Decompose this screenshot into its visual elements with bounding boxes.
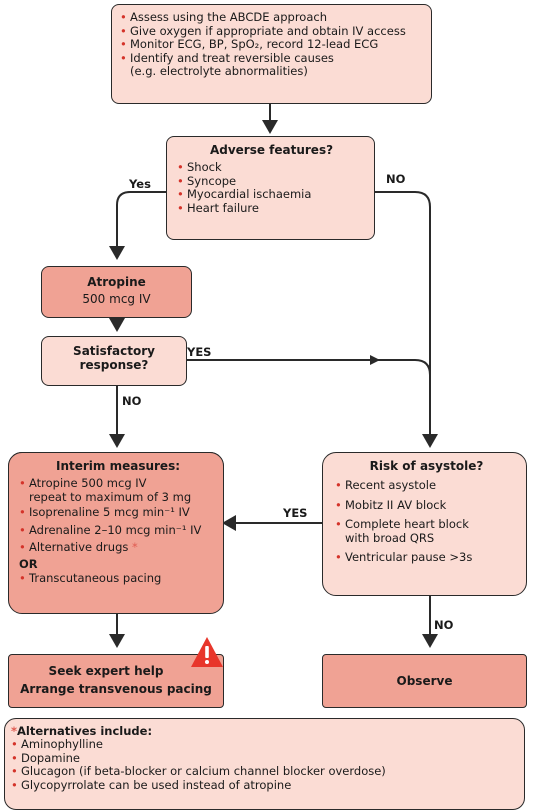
satisfactory-line1: Satisfactory xyxy=(73,344,155,358)
satisfactory-response-box: Satisfactory response? xyxy=(41,336,187,386)
assessment-item: Give oxygen if appropriate and obtain IV… xyxy=(120,24,425,39)
interim-measures-title: Interim measures: xyxy=(55,459,181,473)
interim-item: Adrenaline 2–10 mcg min⁻¹ IV xyxy=(19,523,217,538)
observe-box: Observe xyxy=(322,654,527,708)
arrow-satisfactory-yes-head xyxy=(370,355,380,365)
adverse-item: Syncope xyxy=(177,174,366,189)
assessment-box: Assess using the ABCDE approach Give oxy… xyxy=(111,4,432,104)
interim-item: Isoprenaline 5 mcg min⁻¹ IV xyxy=(19,505,217,520)
arrow-yes-to-atropine xyxy=(109,191,166,260)
atropine-box: Atropine 500 mcg IV xyxy=(41,266,192,318)
label-no-satisfactory: NO xyxy=(122,394,142,408)
atropine-title: Atropine xyxy=(87,275,146,289)
alternative-item: Glycopyrrolate can be used instead of at… xyxy=(11,778,518,793)
adverse-item: Shock xyxy=(177,160,366,175)
atropine-dose: 500 mcg IV xyxy=(82,292,151,306)
arrow-satisfactory-yes xyxy=(187,359,431,376)
adverse-item: Myocardial ischaemia xyxy=(177,187,366,202)
seek-expert-line1: Seek expert help xyxy=(48,664,164,678)
satisfactory-line2: response? xyxy=(79,358,149,372)
or-label: OR xyxy=(19,556,38,571)
adverse-features-title: Adverse features? xyxy=(209,143,334,157)
interim-measures-content: Interim measures: Atropine 500 mcg IVrep… xyxy=(8,452,224,614)
alternatives-box: *Alternatives include: Aminophylline Dop… xyxy=(4,718,525,810)
label-no-adverse: NO xyxy=(386,172,406,186)
assessment-item: Identify and treat reversible causes(e.g… xyxy=(120,51,425,79)
alternatives-title: *Alternatives include: xyxy=(11,724,153,738)
assessment-item: Assess using the ABCDE approach xyxy=(120,10,425,25)
observe-label: Observe xyxy=(396,674,453,688)
label-yes-satisfactory: YES xyxy=(187,345,212,359)
risk-of-asystole-title: Risk of asystole? xyxy=(369,459,484,473)
label-no-risk: NO xyxy=(434,618,454,632)
alternative-item: Aminophylline xyxy=(11,737,518,752)
risk-item: Ventricular pause >3s xyxy=(335,550,518,565)
interim-item-pacing: Transcutaneous pacing xyxy=(19,571,217,586)
risk-item: Mobitz II AV block xyxy=(335,498,518,513)
adverse-item: Heart failure xyxy=(177,201,366,216)
label-yes-risk: YES xyxy=(283,506,308,520)
seek-expert-help-box: Seek expert help Arrange transvenous pac… xyxy=(8,654,224,708)
alternative-item: Glucagon (if beta-blocker or calcium cha… xyxy=(11,764,518,779)
warning-triangle-icon xyxy=(191,637,223,667)
asterisk-marker: * xyxy=(132,540,138,554)
seek-expert-line2: Arrange transvenous pacing xyxy=(20,682,212,696)
interim-item: Alternative drugs * xyxy=(19,540,217,555)
alternative-item: Dopamine xyxy=(11,751,518,766)
assessment-item: Monitor ECG, BP, SpO₂, record 12-lead EC… xyxy=(120,37,425,52)
label-yes-adverse: Yes xyxy=(129,177,151,191)
arrow-no-to-risk xyxy=(375,191,438,448)
adverse-features-box: Adverse features? Shock Syncope Myocardi… xyxy=(166,136,375,240)
risk-item: Recent asystole xyxy=(335,478,518,493)
risk-of-asystole-box: Risk of asystole? Recent asystole Mobitz… xyxy=(322,452,527,596)
